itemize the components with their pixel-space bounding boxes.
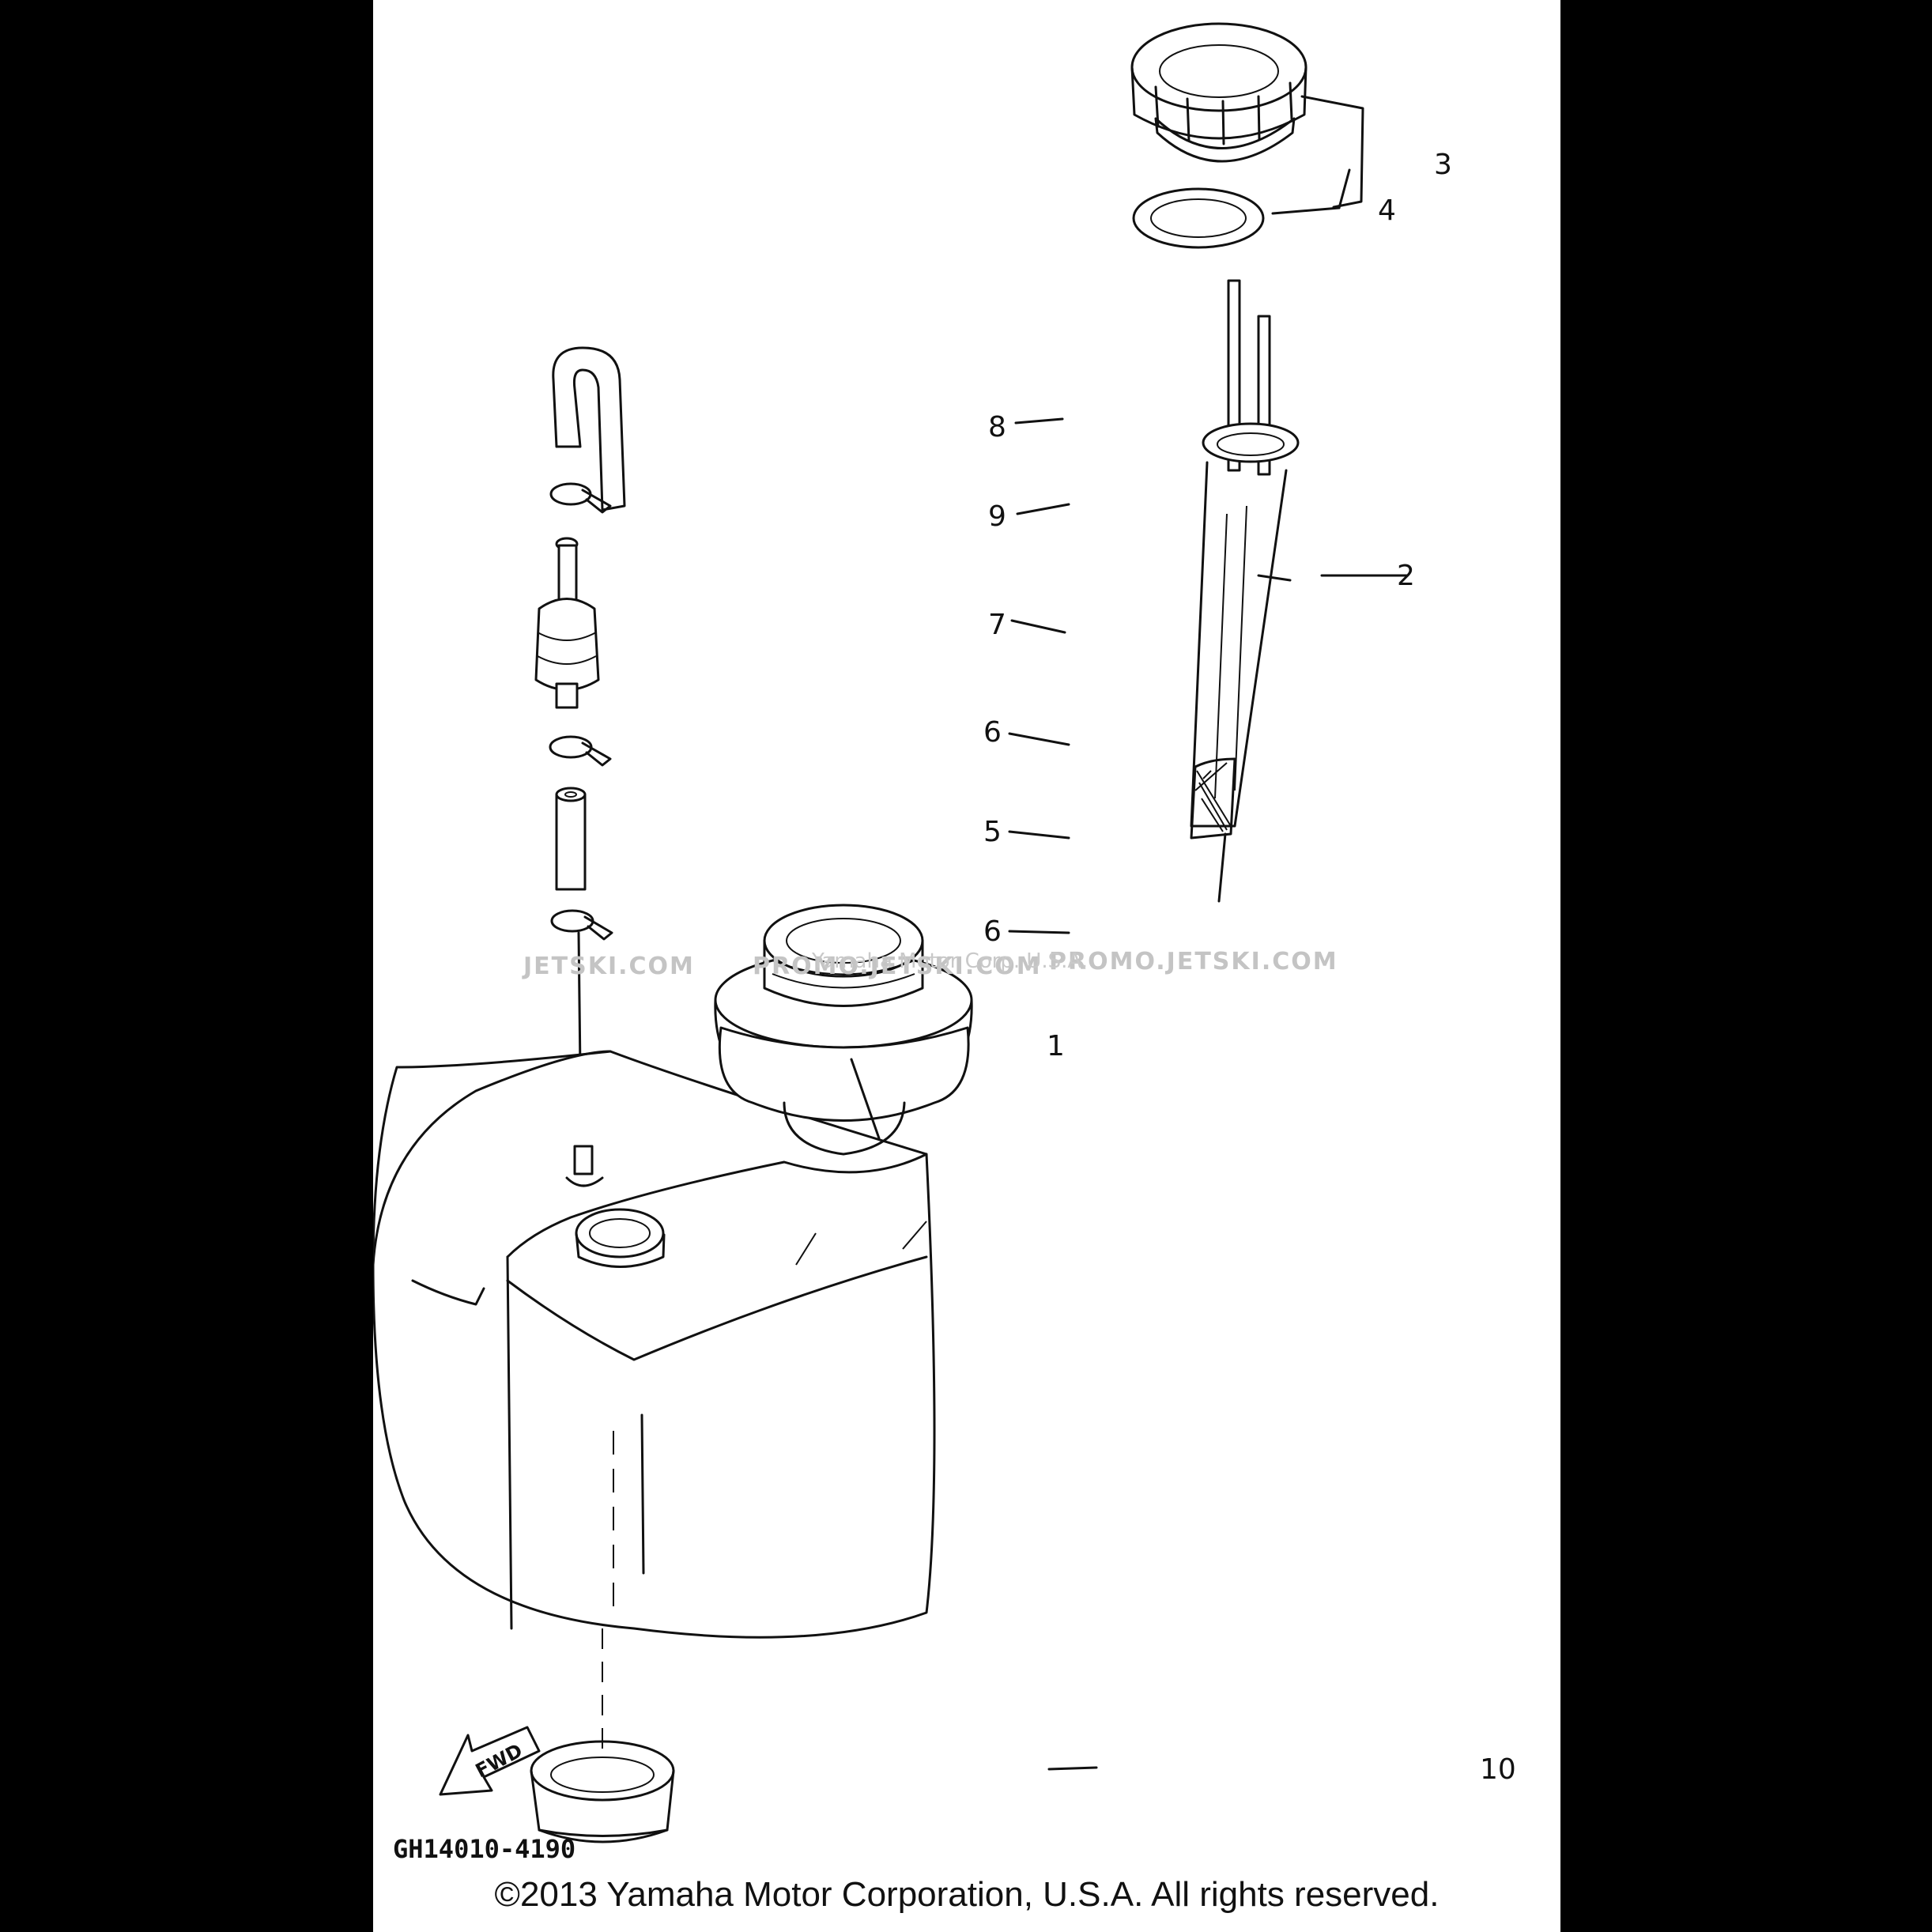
fuel-filter	[534, 537, 600, 709]
vent-hose	[552, 346, 626, 511]
tank-filler-neck	[714, 904, 973, 1156]
part-code: GH14010-4190	[393, 1834, 575, 1864]
hose-clip-6-upper	[549, 735, 612, 767]
copyright-notice: ©2013 Yamaha Motor Corporation, U.S.A. A…	[494, 1875, 1440, 1914]
callout-6-upper: 6	[983, 716, 1002, 749]
hose-clip-9	[549, 482, 612, 514]
callout-1: 1	[1047, 1030, 1065, 1062]
fuel-pickup-strainer	[1190, 279, 1300, 903]
callout-4: 4	[1378, 194, 1396, 227]
cap-gasket	[1132, 187, 1265, 249]
watermark-left: JETSKI.COM	[522, 953, 695, 980]
watermark-credit: Yamaha Motor Corp. U.S.A.	[811, 949, 1088, 973]
callout-6-lower: 6	[983, 915, 1002, 948]
callout-7: 7	[988, 609, 1006, 641]
drain-cap	[530, 1628, 675, 1843]
fuel-tank	[373, 1050, 936, 1639]
exploded-parts-diagram: 3 4 2 8 9 7 6 5 6 1 10 FWD GH14010-4190 …	[373, 22, 1516, 1864]
callout-10: 10	[1480, 1753, 1516, 1786]
callout-8: 8	[988, 411, 1006, 443]
fuel-cap	[1130, 22, 1307, 163]
parts-diagram-sheet: 3 4 2 8 9 7 6 5 6 1 10 FWD GH14010-4190 …	[373, 0, 1560, 1932]
leader-lines	[850, 95, 1409, 1771]
callout-2: 2	[1397, 560, 1415, 592]
fwd-arrow-icon: FWD	[439, 1726, 541, 1796]
watermark-mid: PROMO.JETSKI.COM	[753, 953, 1042, 980]
callout-3: 3	[1434, 149, 1452, 181]
watermark-right: PROMO.JETSKI.COM	[1049, 948, 1338, 975]
hose-clip-6-lower	[550, 909, 613, 941]
callout-9: 9	[988, 500, 1006, 533]
fuel-hose-5	[555, 787, 587, 891]
callout-5: 5	[983, 816, 1002, 848]
